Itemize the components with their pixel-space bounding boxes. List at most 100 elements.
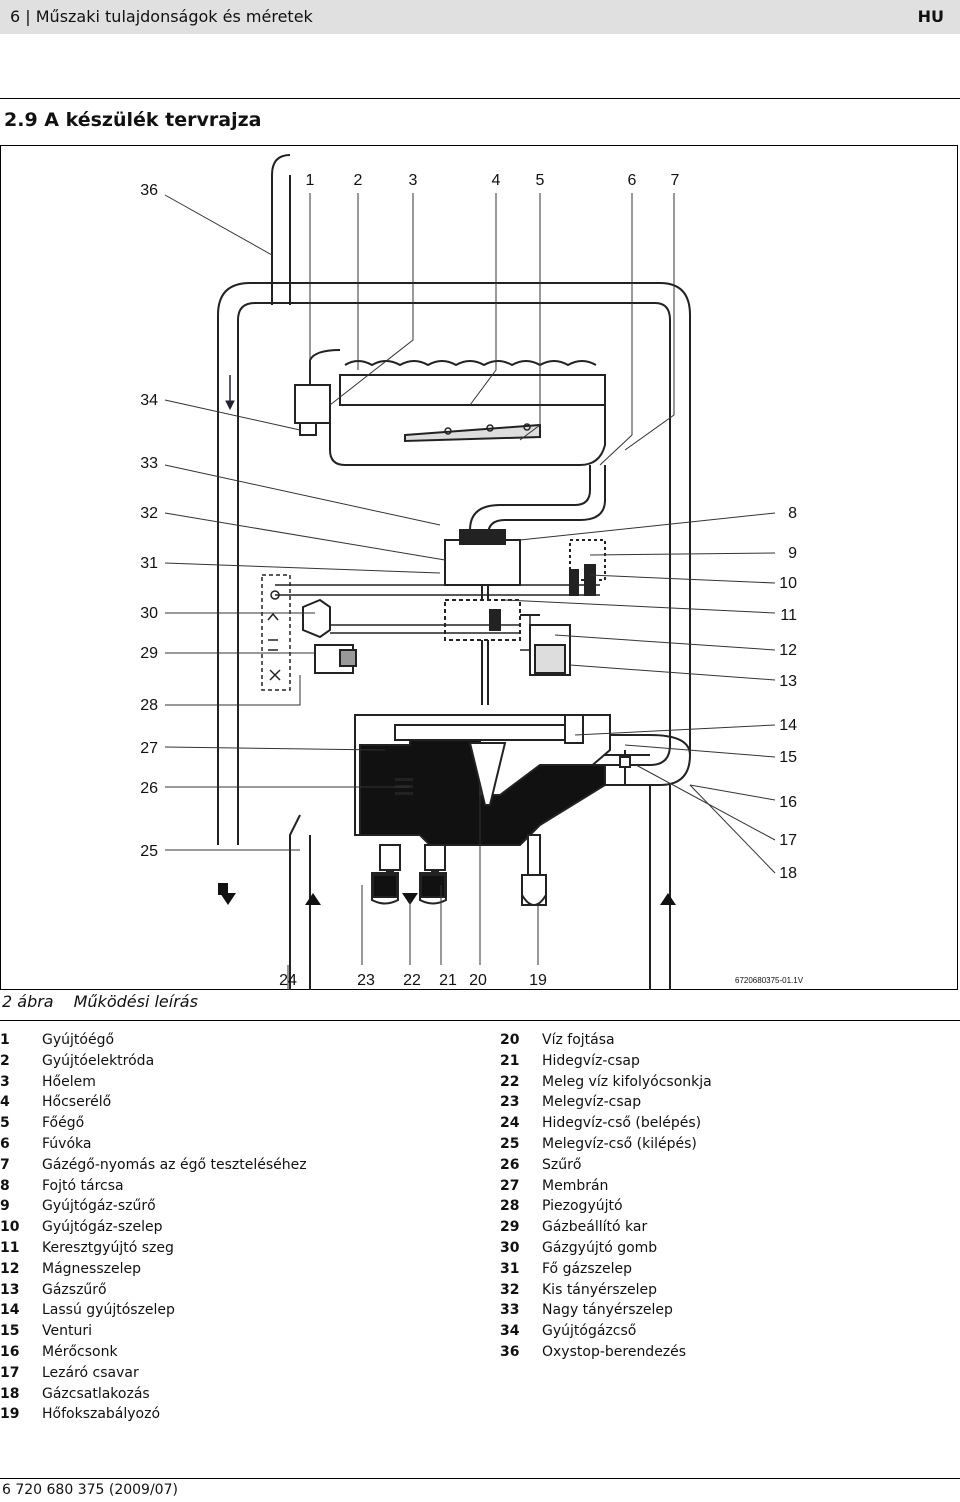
figure-caption: 2 ábra Működési leírás (2, 992, 198, 1011)
legend-item: 15 Venturi (0, 1321, 307, 1342)
legend-number: 9 (0, 1198, 10, 1215)
legend-number: 11 (0, 1239, 20, 1256)
legend-number: 25 (500, 1135, 520, 1152)
legend-text: Főégő (42, 1115, 85, 1132)
callout-number: 28 (140, 697, 158, 714)
legend-text: Mágnesszelep (42, 1260, 141, 1277)
legend-number: 15 (0, 1323, 20, 1340)
legend-number: 22 (500, 1073, 520, 1090)
legend-number: 17 (0, 1364, 20, 1381)
callout-number: 3 (409, 172, 418, 189)
legend-text: Oxystop-berendezés (542, 1343, 687, 1360)
legend-item: 6 Fúvóka (0, 1134, 307, 1155)
callout-number: 26 (140, 780, 158, 797)
callout-number: 13 (779, 673, 797, 690)
legend-number: 27 (500, 1177, 520, 1194)
header-chapter: 6 | Műszaki tulajdonságok és méretek (10, 7, 313, 26)
callout-number: 24 (279, 972, 297, 989)
legend-text: Lassú gyújtószelep (42, 1302, 175, 1319)
legend-text: Venturi (42, 1323, 92, 1340)
legend-item: 9 Gyújtógáz-szűrő (0, 1196, 307, 1217)
legend-text: Fő gázszelep (542, 1260, 633, 1277)
legend-text: Hőfokszabályozó (42, 1406, 161, 1423)
legend-text: Hidegvíz-cső (belépés) (542, 1115, 702, 1132)
legend-text: Fojtó tárcsa (42, 1177, 124, 1194)
callout-number: 17 (779, 832, 797, 849)
legend-text: Hőcserélő (42, 1094, 112, 1111)
legend-text: Melegvíz-cső (kilépés) (542, 1135, 697, 1152)
callout-number: 7 (671, 172, 680, 189)
legend-number: 16 (0, 1343, 20, 1360)
legend-number: 31 (500, 1260, 520, 1277)
legend-number: 13 (0, 1281, 20, 1298)
callout-number: 32 (140, 505, 158, 522)
callout-number: 19 (529, 972, 547, 989)
legend-item: 31 Fő gázszelep (500, 1259, 712, 1280)
legend-number: 10 (0, 1219, 20, 1236)
legend-number: 28 (500, 1198, 520, 1215)
legend-item: 13 Gázszűrő (0, 1280, 307, 1301)
callout-number: 23 (357, 972, 375, 989)
legend-text: Fúvóka (42, 1135, 92, 1152)
legend-number: 6 (0, 1135, 10, 1152)
legend-text: Gázszűrő (42, 1281, 107, 1298)
callout-number: 27 (140, 740, 158, 757)
callout-number: 30 (140, 605, 158, 622)
legend-text: Nagy tányérszelep (542, 1302, 673, 1319)
callout-number: 36 (140, 182, 158, 199)
legend-text: Gyújtógáz-szűrő (42, 1198, 156, 1215)
callout-number: 5 (536, 172, 545, 189)
callout-number: 16 (779, 794, 797, 811)
legend-text: Gázégő-nyomás az égő teszteléséhez (42, 1156, 307, 1173)
figure-number: 2 ábra (2, 992, 54, 1011)
page-header: 6 | Műszaki tulajdonságok és méretek HU (0, 0, 960, 34)
legend-text: Hőelem (42, 1073, 96, 1090)
callout-number: 2 (354, 172, 363, 189)
legend-number: 30 (500, 1239, 520, 1256)
callout-number: 10 (779, 575, 797, 592)
legend-item: 4 Hőcserélő (0, 1092, 307, 1113)
legend-number: 3 (0, 1073, 10, 1090)
callout-number: 6 (628, 172, 637, 189)
callout-number: 31 (140, 555, 158, 572)
legend-number: 1 (0, 1032, 10, 1048)
callout-number: 1 (306, 172, 315, 189)
legend-text: Keresztgyújtó szeg (42, 1239, 174, 1256)
legend-text: Mérőcsonk (42, 1343, 118, 1360)
legend-number: 21 (500, 1052, 520, 1069)
callout-number: 9 (788, 545, 797, 562)
legend-number: 20 (500, 1032, 520, 1048)
legend-number: 34 (500, 1323, 520, 1340)
legend-number: 4 (0, 1094, 10, 1111)
legend-number: 18 (0, 1385, 20, 1402)
divider (0, 1020, 960, 1021)
diagram-frame (0, 145, 958, 990)
callout-number: 25 (140, 843, 158, 860)
image-code: 6720680375-01.1V (735, 976, 804, 985)
legend-number: 32 (500, 1281, 520, 1298)
callout-number: 21 (439, 972, 457, 989)
section-title: 2.9 A készülék tervrajza (4, 109, 262, 131)
figure-title: Működési leírás (73, 992, 198, 1011)
legend-item: 16 Mérőcsonk (0, 1342, 307, 1363)
legend-text: Gyújtóégő (42, 1032, 115, 1048)
legend-number: 23 (500, 1094, 520, 1111)
legend-item: 3 Hőelem (0, 1072, 307, 1093)
